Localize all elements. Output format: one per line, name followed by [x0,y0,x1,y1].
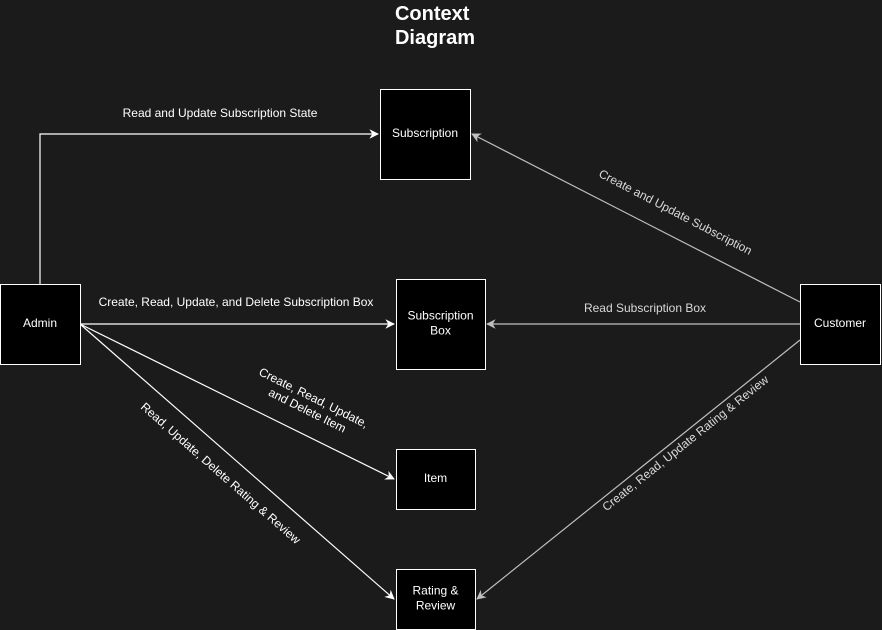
edge-label: Create and Update Subscription [596,167,754,258]
edge-customer-subscription-box: Read Subscription Box [486,301,800,329]
node-box [396,569,476,630]
node-label: Customer [814,316,866,330]
edge-line [471,133,801,303]
edge-label-line: Read and Update Subscription State [123,106,318,120]
edge-admin-subscription: Read and Update Subscription State [39,106,379,284]
edge-label: Create, Read, Update Rating & Review [600,372,772,514]
edge-line [79,323,395,600]
edge-admin-item: Create, Read, Update,and Delete Item [79,323,395,480]
node-label-line: Customer [814,316,866,330]
edge-admin-subscription-box: Create, Read, Update, and Delete Subscri… [80,295,395,329]
node-subscription: Subscription [380,89,471,180]
edge-label-line: Read Subscription Box [584,301,706,315]
node-box [396,279,486,370]
edge-line [79,323,395,480]
edge-customer-rating-review: Create, Read, Update Rating & Review [476,339,801,600]
edge-label-line: Create, Read, Update Rating & Review [600,372,772,514]
edge-label-line: Create and Update Subscription [596,167,754,258]
node-label: Rating &Review [412,584,458,613]
node-box [800,284,881,365]
node-label-line: Subscription [407,309,473,323]
edge-admin-rating-review: Read, Update, Delete Rating & Review [79,323,395,600]
edge-label: Create, Read, Update,and Delete Item [250,365,370,444]
edge-customer-subscription: Create and Update Subscription [471,133,801,303]
node-label-line: Rating & [412,584,458,598]
diagram-title-line-2: Diagram [395,27,475,49]
node-rating-review: Rating &Review [396,569,476,630]
node-label-line: Item [424,471,447,485]
node-label-line: Review [416,599,456,613]
edge-label: Read Subscription Box [584,301,706,315]
node-box [0,284,81,365]
edge-label: Create, Read, Update, and Delete Subscri… [99,295,374,309]
diagram-title: Context Diagram [395,3,475,49]
node-label-line: Admin [23,316,57,330]
node-label-line: Box [430,324,451,338]
node-box [380,89,471,180]
node-label-line: Subscription [392,126,458,140]
edge-label: Read and Update Subscription State [123,106,318,120]
node-label: Admin [23,316,57,330]
node-item: Item [396,449,476,510]
node-box [396,449,476,510]
edge-label-line: Create, Read, Update, and Delete Subscri… [99,295,374,309]
diagram-title-line-1: Context [395,3,470,25]
node-label: Subscription [392,126,458,140]
edge-line [476,339,801,600]
node-label: Item [424,471,447,485]
node-admin: Admin [0,284,81,365]
edge-line [39,129,379,284]
node-customer: Customer [800,284,881,365]
